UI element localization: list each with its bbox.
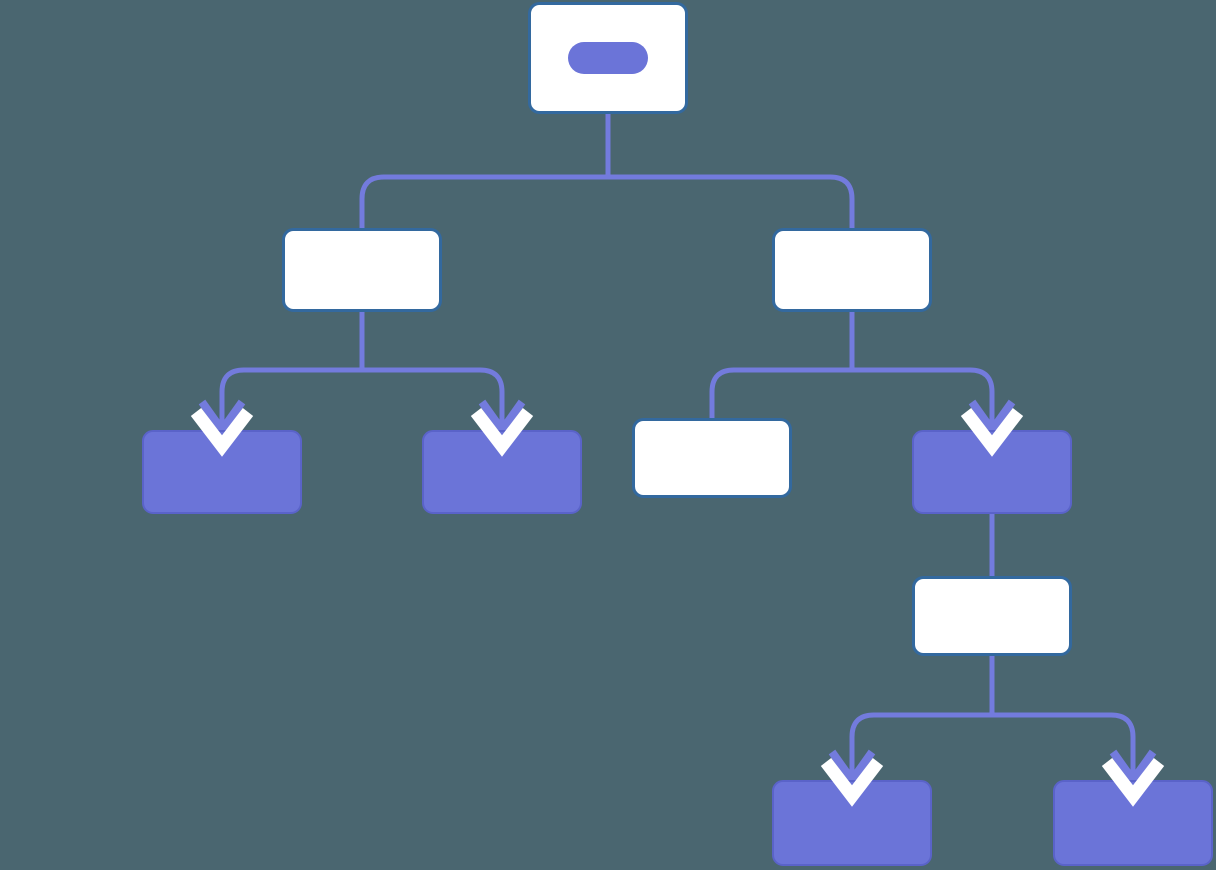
leaf-node-two[interactable] [422, 430, 582, 514]
chevron-down-icon [820, 758, 884, 807]
node-box-purple[interactable] [142, 430, 302, 514]
edge-root-to-right-branch [605, 74, 855, 312]
chevron-down-icon [190, 408, 254, 457]
edge-right-branch-to-leaf-three [709, 228, 855, 418]
chevron-down-icon [960, 408, 1024, 457]
edge-root-to-left-branch [359, 74, 611, 312]
leaf-node-four[interactable] [772, 780, 932, 866]
node-layer [142, 2, 1213, 866]
node-box-white[interactable] [772, 228, 932, 312]
branch-node-deep[interactable] [912, 430, 1072, 514]
edge-deep-child-to-leaf-four [849, 576, 995, 780]
branch-node-deep-child[interactable] [912, 576, 1072, 656]
edge-right-branch-to-deep-branch [849, 228, 995, 430]
node-box-white[interactable] [912, 576, 1072, 656]
node-box-purple[interactable] [912, 430, 1072, 514]
edge-left-branch-to-leaf-two [359, 228, 505, 430]
arrow-marker-layer [190, 408, 1165, 807]
leaf-node-one[interactable] [142, 430, 302, 514]
node-label-bar [568, 42, 648, 74]
node-box-purple[interactable] [1053, 780, 1213, 866]
node-box-white[interactable] [282, 228, 442, 312]
node-box-purple[interactable] [772, 780, 932, 866]
branch-node-right[interactable] [772, 228, 932, 312]
branch-node-left[interactable] [282, 228, 442, 312]
chevron-down-icon [1101, 758, 1165, 807]
node-box-purple[interactable] [422, 430, 582, 514]
node-box-white[interactable] [632, 418, 792, 498]
root-node[interactable] [528, 2, 688, 114]
edge-left-branch-to-leaf-one [219, 228, 365, 430]
leaf-node-three[interactable] [632, 418, 792, 498]
leaf-node-five[interactable] [1053, 780, 1213, 866]
chevron-down-icon [470, 408, 534, 457]
edge-deep-child-to-leaf-five [989, 576, 1136, 780]
